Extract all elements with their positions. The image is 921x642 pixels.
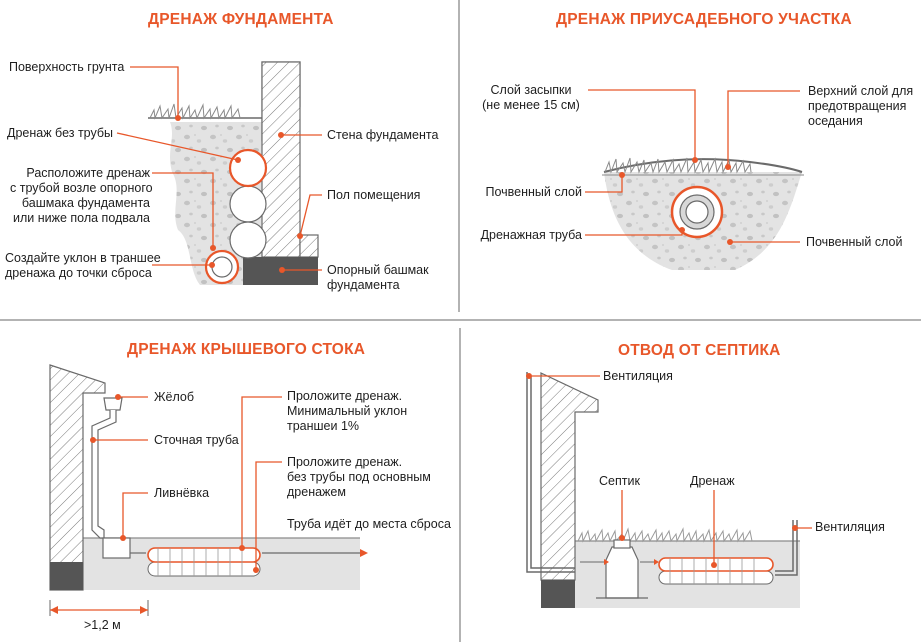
septic-diagram xyxy=(526,372,812,608)
downspout xyxy=(91,410,117,539)
label-ground-surface: Поверхность грунта xyxy=(9,60,125,74)
lay-drain-line-2: Минимальный уклон xyxy=(287,404,408,418)
lay-drain-line-1: Проложите дренаж. xyxy=(287,389,403,403)
label-pipe-to-outlet: Труба идёт до места сброса xyxy=(287,517,451,531)
roof-footing xyxy=(50,562,83,590)
roof-gravel xyxy=(147,547,261,577)
label-lay-drain: Проложите дренаж. Минимальный уклон тран… xyxy=(287,389,407,434)
footing-line-1: Опорный башмак xyxy=(327,263,429,277)
backfill-line-1: Слой засыпки xyxy=(490,83,572,97)
label-vent-right: Вентиляция xyxy=(815,520,885,534)
place-drain-line-2: с трубой возле опорного xyxy=(10,181,153,195)
lay-drain-line-3: траншеи 1% xyxy=(287,419,360,433)
septic-footing xyxy=(541,580,575,608)
label-septic: Септик xyxy=(599,474,640,488)
label-footing: Опорный башмак фундамента xyxy=(327,263,429,293)
label-drain-no-pipe: Дренаж без трубы xyxy=(7,126,114,140)
label-gutter: Жёлоб xyxy=(154,390,195,404)
label-vent-left: Вентиляция xyxy=(603,369,673,383)
label-soil-right: Почвенный слой xyxy=(806,235,903,249)
label-soil-left: Почвенный слой xyxy=(485,185,583,199)
label-place-drain: Расположите дренаж с трубой возле опорно… xyxy=(10,166,153,226)
label-lay-nopipe: Проложите дренаж. без трубы под основным… xyxy=(287,455,431,500)
grass xyxy=(604,157,752,174)
slope-line-2: дренажа до точки сброса xyxy=(5,266,152,280)
label-drainage: Дренаж xyxy=(690,474,735,488)
vent-pipe-right xyxy=(775,520,794,572)
yard-surface xyxy=(603,158,803,173)
place-drain-line-3: башмака фундамента xyxy=(21,196,150,210)
top-layer-line-3: оседания xyxy=(808,114,863,128)
yard-diagram xyxy=(585,89,804,270)
footing-line-2: фундамента xyxy=(327,278,400,292)
foundation-diagram xyxy=(116,61,322,285)
septic-tank xyxy=(605,546,639,599)
label-floor: Пол помещения xyxy=(327,188,421,202)
roof-diagram xyxy=(49,364,368,616)
grass xyxy=(149,103,241,120)
label-wall: Стена фундамента xyxy=(327,128,439,142)
label-storm-inlet: Ливнёвка xyxy=(154,486,210,500)
foundation-title: ДРЕНАЖ ФУНДАМЕНТА xyxy=(148,11,334,28)
lay-nopipe-line-1: Проложите дренаж. xyxy=(287,455,403,469)
floor-slab xyxy=(299,234,319,258)
top-layer-line-1: Верхний слой для xyxy=(808,84,914,98)
place-drain-line-4: или ниже пола подвала xyxy=(12,211,150,225)
gutter xyxy=(103,397,123,411)
label-distance: >1,2 м xyxy=(84,618,121,632)
backfill-line-2: (не менее 15 см) xyxy=(482,98,580,112)
top-layer-line-2: предотвращения xyxy=(808,99,907,113)
place-drain-line-1: Расположите дренаж xyxy=(26,166,150,180)
label-top-layer: Верхний слой для предотвращения оседания xyxy=(808,84,913,129)
label-slope: Создайте уклон в траншее дренажа до точк… xyxy=(5,251,161,281)
roof-title: ДРЕНАЖ КРЫШЕВОГО СТОКА xyxy=(127,341,366,358)
label-backfill: Слой засыпки (не менее 15 см) xyxy=(474,83,588,113)
lay-nopipe-line-3: дренажем xyxy=(287,485,346,499)
slope-line-1: Создайте уклон в траншее xyxy=(5,251,161,265)
label-downspout: Сточная труба xyxy=(154,433,239,447)
grass xyxy=(577,527,753,543)
vent-pipe-left xyxy=(526,372,575,573)
storm-inlet xyxy=(102,537,131,559)
yard-title: ДРЕНАЖ ПРИУСАДЕБНОГО УЧАСТКА xyxy=(556,11,852,28)
septic-title: ОТВОД ОТ СЕПТИКА xyxy=(618,342,781,359)
lay-nopipe-line-2: без трубы под основным xyxy=(287,470,431,484)
label-drain-pipe: Дренажная труба xyxy=(480,228,582,242)
